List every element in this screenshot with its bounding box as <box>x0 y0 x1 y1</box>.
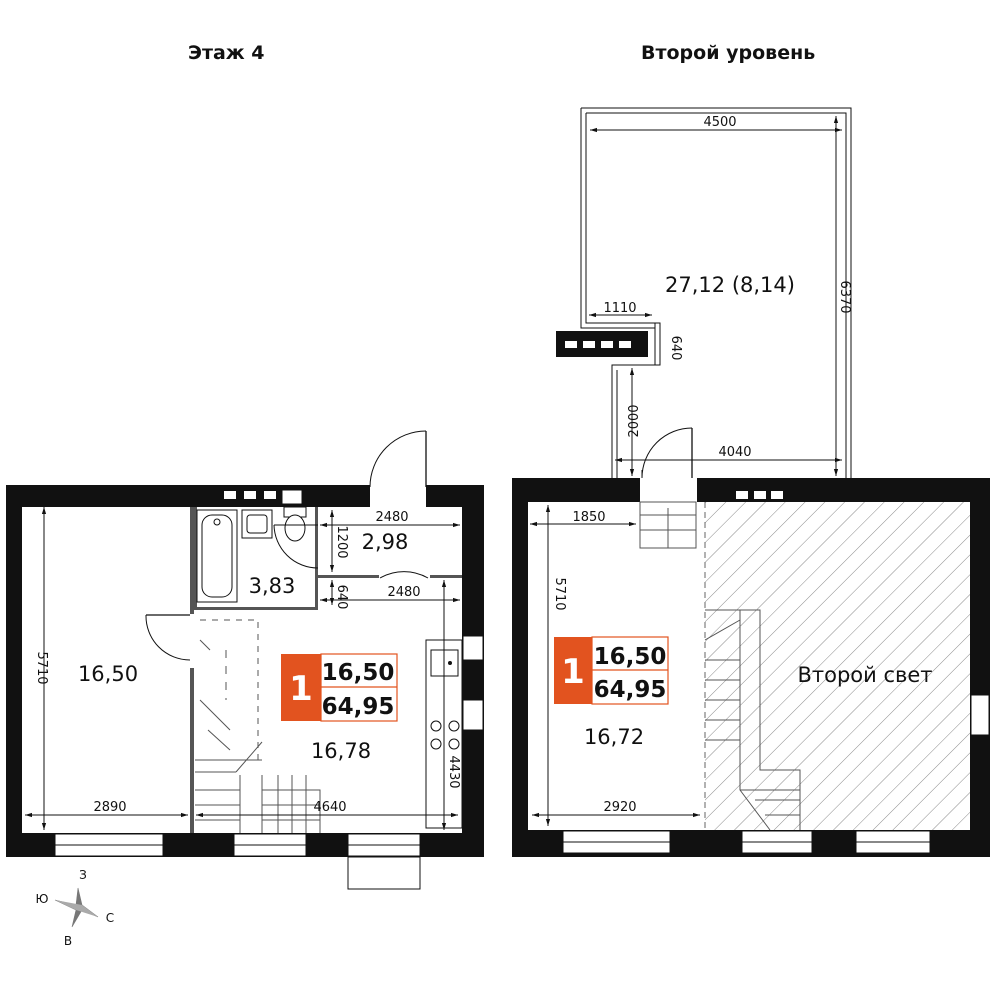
apartment-badge-right: 1 16,50 64,95 <box>554 636 669 705</box>
area-hall: 2,98 <box>362 530 409 554</box>
balcony-step <box>347 856 421 890</box>
window <box>855 830 931 854</box>
dim-1850: 1850 <box>572 510 605 525</box>
window <box>562 830 671 854</box>
floor-title: Этаж 4 <box>188 42 265 64</box>
toilet <box>283 506 307 542</box>
dim-2890: 2890 <box>93 800 126 815</box>
badge-rooms: 1 <box>561 652 585 692</box>
dim-1110: 1110 <box>603 301 636 316</box>
floor-4-plan <box>6 430 484 890</box>
wall <box>512 478 640 502</box>
wall <box>970 478 990 857</box>
second-level-title: Второй уровень <box>641 42 816 64</box>
compass: З Ю С В <box>36 868 115 948</box>
window <box>462 635 484 661</box>
window <box>462 699 484 731</box>
terrace-outline <box>580 107 852 478</box>
wall <box>462 485 484 857</box>
area-second-light: Второй свет <box>797 663 932 687</box>
attic-stairs <box>639 501 697 549</box>
area-living-kitchen: 16,78 <box>311 739 371 763</box>
dim-6370: 6370 <box>837 280 852 313</box>
compass-west: Ю <box>36 892 49 906</box>
terrace-door <box>641 427 693 479</box>
bathtub <box>196 509 238 603</box>
badge-total-area: 64,95 <box>594 677 667 703</box>
badge-living-area: 16,50 <box>322 660 395 686</box>
dim-4430: 4430 <box>446 755 461 788</box>
window <box>54 833 164 857</box>
dim-4640: 4640 <box>313 800 346 815</box>
dim-5710-left: 5710 <box>34 651 49 684</box>
area-upper-room: 16,72 <box>584 725 644 749</box>
badge-total-area: 64,95 <box>322 694 395 720</box>
dim-1200: 1200 <box>334 525 349 558</box>
dim-2480-upper: 2480 <box>375 510 408 525</box>
apartment-badge-left: 1 16,50 64,95 <box>281 653 398 722</box>
second-level-plan <box>512 107 990 857</box>
wall <box>512 478 528 857</box>
entrance-door <box>369 430 427 495</box>
partition <box>190 668 194 833</box>
dim-640-right: 640 <box>668 336 683 361</box>
staircase-upper <box>704 609 801 831</box>
staircase <box>195 619 321 833</box>
window <box>233 833 307 857</box>
badge-living-area: 16,50 <box>594 644 667 670</box>
partition <box>194 507 197 610</box>
compass-north: З <box>79 868 87 882</box>
dim-2000: 2000 <box>627 404 642 437</box>
dim-2920: 2920 <box>603 800 636 815</box>
compass-east: С <box>106 911 114 925</box>
area-bedroom: 16,50 <box>78 662 138 686</box>
window <box>347 833 421 857</box>
window <box>741 830 813 854</box>
badge-rooms: 1 <box>289 669 313 709</box>
dim-5710-right: 5710 <box>552 577 567 610</box>
area-terrace: 27,12 (8,14) <box>665 273 795 297</box>
dim-640-left: 640 <box>334 585 349 610</box>
bedroom-door <box>145 614 191 661</box>
second-light-void <box>705 502 970 830</box>
dim-2480-lower: 2480 <box>387 585 420 600</box>
wall <box>6 485 370 507</box>
area-bathroom: 3,83 <box>249 574 296 598</box>
partition <box>190 507 194 614</box>
window <box>970 694 990 736</box>
dim-4500: 4500 <box>703 115 736 130</box>
dim-4040: 4040 <box>718 445 751 460</box>
sink <box>241 509 273 539</box>
wall <box>6 485 22 857</box>
compass-south: В <box>64 934 72 948</box>
